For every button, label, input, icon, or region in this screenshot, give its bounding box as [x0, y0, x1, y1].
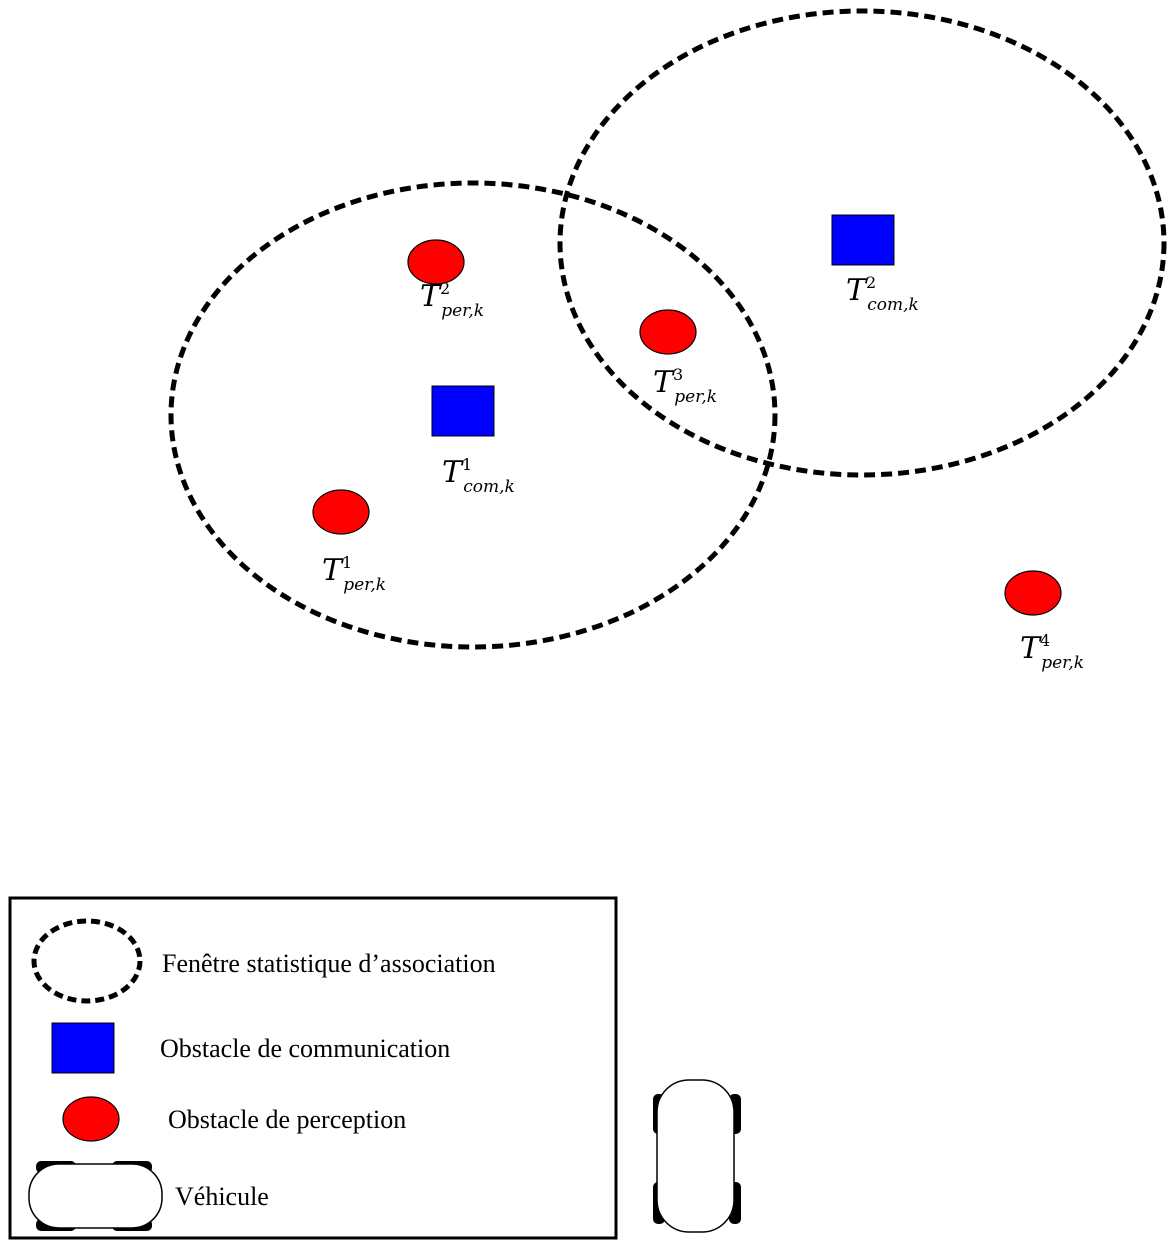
- legend-vehicle-icon: [28, 1161, 163, 1231]
- perception-obstacle-4: [1004, 570, 1062, 616]
- association-window-right: [557, 8, 1167, 478]
- perception-obstacle-1: [312, 489, 370, 535]
- legend-window-label: Fenêtre statistique d’association: [162, 949, 496, 978]
- communication-obstacle-1: [431, 385, 495, 437]
- perception-obstacle-2: [407, 239, 465, 285]
- perception-obstacle-3: [639, 309, 697, 355]
- legend-vehicle-label: Véhicule: [175, 1182, 269, 1211]
- legend-perception-icon: [62, 1096, 120, 1142]
- ego-vehicle: [653, 1079, 741, 1233]
- legend-perception-label: Obstacle de perception: [168, 1105, 406, 1134]
- communication-obstacle-2: [831, 214, 895, 266]
- legend-window-icon: [31, 918, 143, 1004]
- legend-communication-icon: [51, 1022, 115, 1074]
- legend-communication-label: Obstacle de communication: [160, 1034, 450, 1063]
- association-window-left: [168, 180, 778, 650]
